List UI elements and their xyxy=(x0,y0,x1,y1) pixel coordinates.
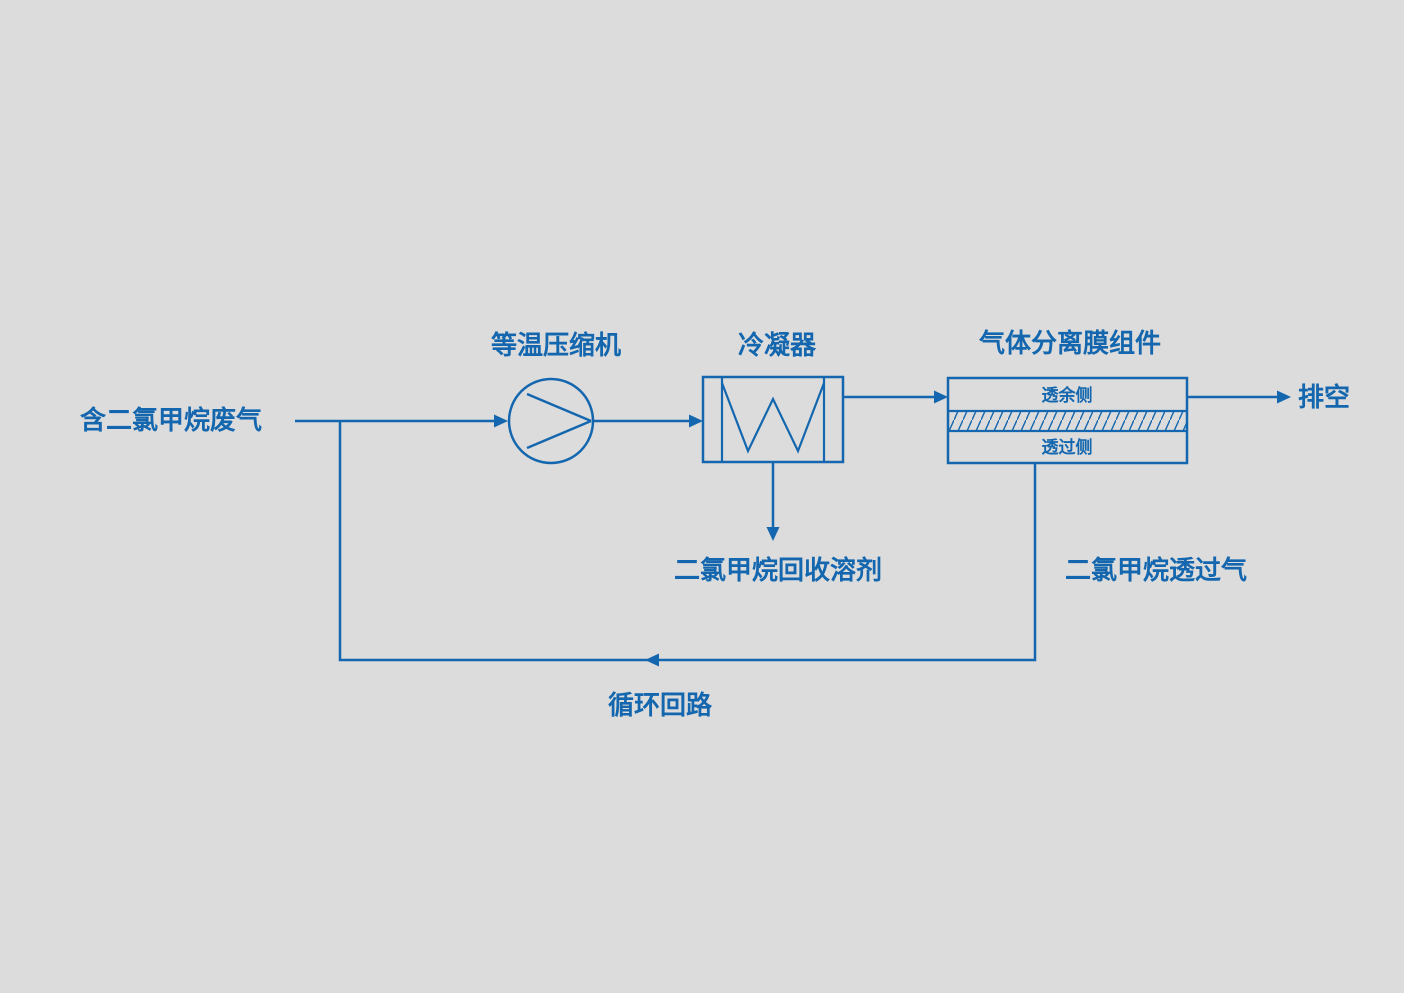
flow-line-compressor-to-condenser xyxy=(593,414,703,428)
flow-line-solvent xyxy=(766,462,780,541)
feed-label: 含二氯甲烷废气 xyxy=(80,405,263,435)
membrane-module-icon xyxy=(946,376,1189,465)
arrowhead-recycle xyxy=(645,653,659,667)
recovered-solvent-label: 二氯甲烷回收溶剂 xyxy=(673,555,883,585)
compressor-label: 等温压缩机 xyxy=(490,330,622,360)
membrane-hatch-band xyxy=(948,411,1187,431)
membrane-permeate-label: 透过侧 xyxy=(1041,438,1093,457)
vent-label: 排空 xyxy=(1298,382,1351,412)
arrowhead-feed xyxy=(494,414,508,428)
condenser-icon xyxy=(701,375,845,464)
membrane-label: 气体分离膜组件 xyxy=(978,328,1162,358)
condenser-label: 冷凝器 xyxy=(737,330,817,360)
membrane-retentate-label: 透余侧 xyxy=(1041,386,1093,405)
arrowhead-condenser xyxy=(689,414,703,428)
flow-line-feed xyxy=(295,414,508,428)
compressor-icon xyxy=(507,377,595,465)
flow-line-condenser-to-membrane xyxy=(843,390,948,404)
permeate-gas-label: 二氯甲烷透过气 xyxy=(1065,555,1248,585)
arrowhead-membrane xyxy=(934,390,948,404)
arrowhead-solvent xyxy=(766,527,780,541)
flow-line-recycle xyxy=(338,421,1037,667)
recycle-loop-label: 循环回路 xyxy=(607,690,713,720)
arrowhead-vent xyxy=(1277,390,1291,404)
flow-line-vent xyxy=(1187,390,1291,404)
